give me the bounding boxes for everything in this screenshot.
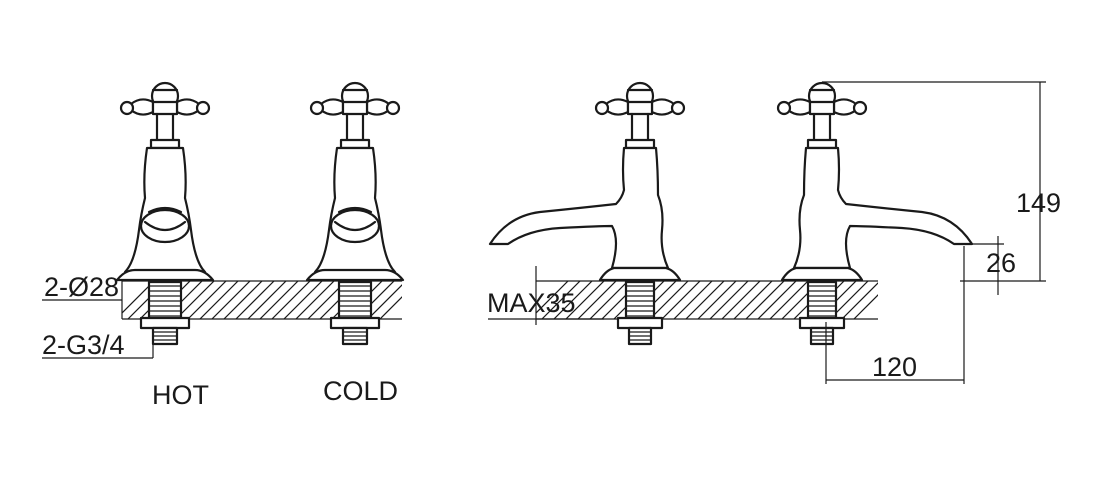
tap-side-view-right [776, 81, 974, 346]
spout-height-dimension: 26 [972, 236, 1016, 295]
hot-tap-front-view [115, 81, 215, 346]
max-thickness-label: MAX35 [487, 288, 576, 318]
reach-dimension: 120 [825, 246, 965, 384]
spout-height-label: 26 [986, 248, 1016, 278]
reach-label: 120 [872, 352, 917, 382]
cold-label: COLD [323, 376, 398, 406]
thread-annotation: 2-G3/4 [42, 330, 154, 360]
hole-diameter-label: 2-Ø28 [44, 272, 119, 302]
hole-diameter-annotation: 2-Ø28 [42, 272, 123, 319]
thread-label: 2-G3/4 [42, 330, 125, 360]
max-thickness-annotation: MAX35 [487, 266, 604, 325]
height-label: 149 [1016, 188, 1061, 218]
height-dimension: 149 [822, 81, 1061, 282]
hot-label: HOT [152, 380, 209, 410]
